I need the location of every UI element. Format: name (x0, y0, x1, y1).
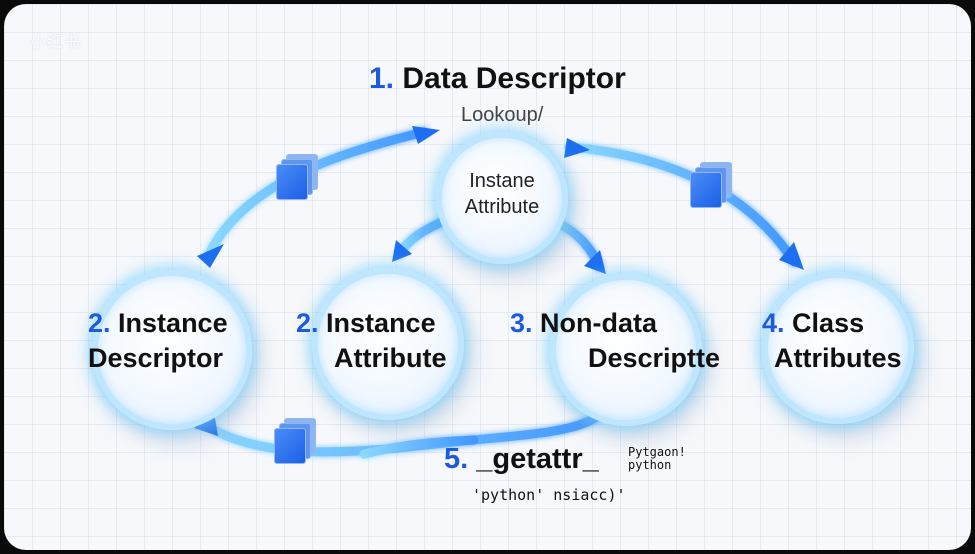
getattr-label: 5. _getattr_ (444, 443, 599, 476)
getattr-tag1: Pytgaon! (628, 445, 686, 459)
arrow-center-to-left (204, 127, 429, 259)
node-label-class-attributes: 4. Class Attributes (762, 306, 902, 376)
cube-stack-icon (274, 418, 316, 464)
node4-line2: Attributes (774, 343, 902, 373)
center-node-line1: Instane (469, 170, 535, 192)
getattr-number: 5. (444, 443, 469, 475)
instance-descriptor-node (92, 270, 252, 430)
getattr-tag2: python (628, 458, 672, 472)
node4-line1: Class (792, 308, 865, 338)
node1-line1: Instance (118, 308, 228, 338)
cube-stack-icon (690, 162, 732, 208)
arrowheads (194, 126, 804, 436)
title: 1. Data Descriptor (369, 62, 626, 96)
node2-number: 2. (296, 308, 319, 338)
subtitle: Lookoup/ (461, 104, 544, 126)
node2-line1: Instance (326, 308, 436, 338)
node2-line2: Attribute (334, 343, 447, 373)
watermark: 小红书 (30, 34, 82, 51)
node-label-non-data-descriptor: 3. Non-data Descriptte (510, 306, 720, 376)
node3-number: 3. (510, 308, 533, 338)
non-data-descriptor-node (550, 274, 702, 426)
diagram-canvas: 小红书 (4, 4, 971, 550)
title-number: 1. (369, 62, 395, 95)
node-label-instance-descriptor: 2. Instance Descriptor (88, 306, 228, 376)
getattr-text: _getattr_ (476, 443, 599, 475)
instance-attribute-center-node: Instane Attribute (436, 132, 568, 264)
instance-attribute-node (312, 268, 464, 420)
arrow-right-to-center (564, 142, 799, 267)
arrow-getattr-in (359, 435, 479, 459)
node1-number: 2. (88, 308, 111, 338)
node3-line2: Descriptte (588, 343, 721, 373)
getattr-tags: Pytgaon! python (628, 446, 686, 472)
center-node-line2: Attribute (464, 196, 540, 218)
node-label-instance-attribute: 2. Instance Attribute (296, 306, 446, 376)
cube-stack-icon (276, 154, 318, 200)
node4-number: 4. (762, 308, 785, 338)
node1-line2: Descriptor (88, 343, 224, 373)
class-attributes-node (762, 272, 914, 424)
node3-line1: Non-data (540, 308, 658, 338)
title-text: Data Descriptor (402, 62, 626, 95)
bottom-code-snippet: 'python' nsiacc)' (472, 486, 626, 504)
